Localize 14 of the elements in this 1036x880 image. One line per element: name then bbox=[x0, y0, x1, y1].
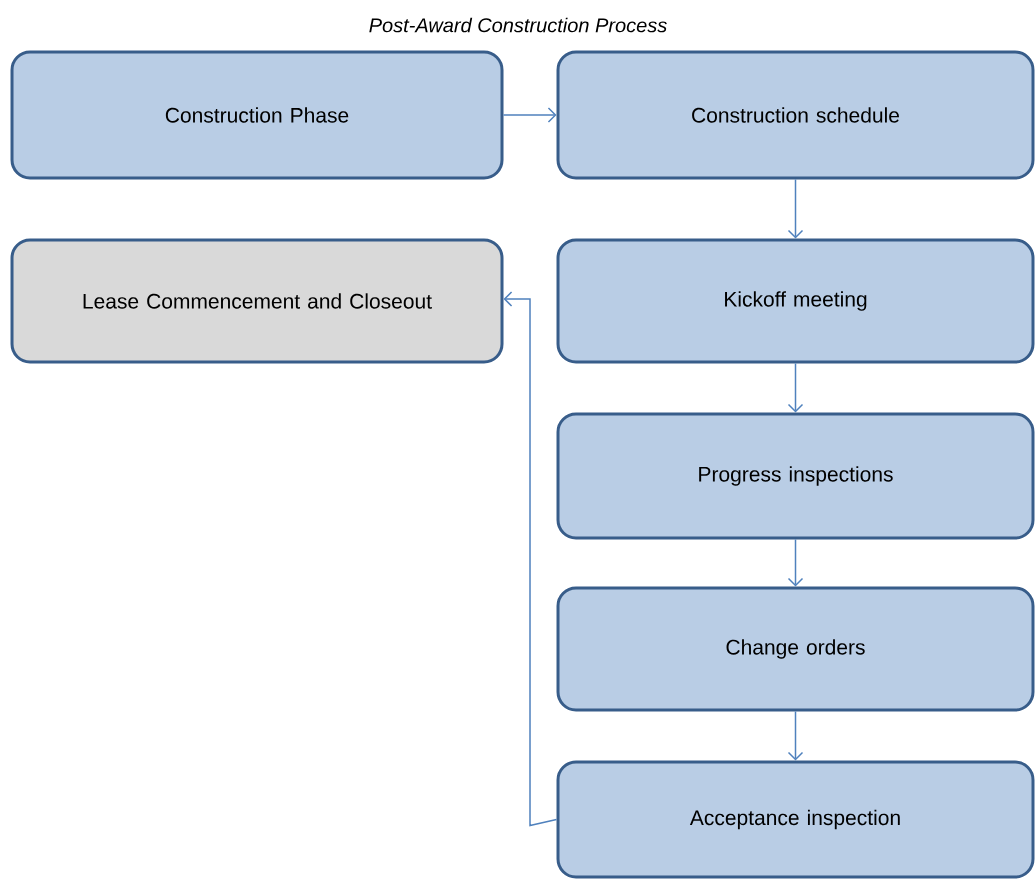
flowchart-box: Kickoff meeting bbox=[556, 238, 1035, 364]
arrow bbox=[502, 107, 557, 123]
title: Post-Award Construction Process bbox=[369, 17, 667, 33]
flowchart-box: Lease Commencement and Closeout bbox=[10, 238, 504, 364]
arrow bbox=[787, 178, 804, 239]
flowchart-box: Progress inspections bbox=[556, 412, 1035, 540]
flowchart-box: Construction Phase bbox=[10, 50, 504, 180]
flowchart-box: Change orders bbox=[556, 586, 1035, 712]
flowchart-box: Acceptance inspection bbox=[556, 760, 1035, 879]
arrow bbox=[503, 291, 558, 827]
arrow bbox=[787, 362, 804, 413]
arrow bbox=[787, 710, 804, 761]
arrow bbox=[787, 538, 804, 587]
flowchart-box: Construction schedule bbox=[556, 50, 1035, 180]
